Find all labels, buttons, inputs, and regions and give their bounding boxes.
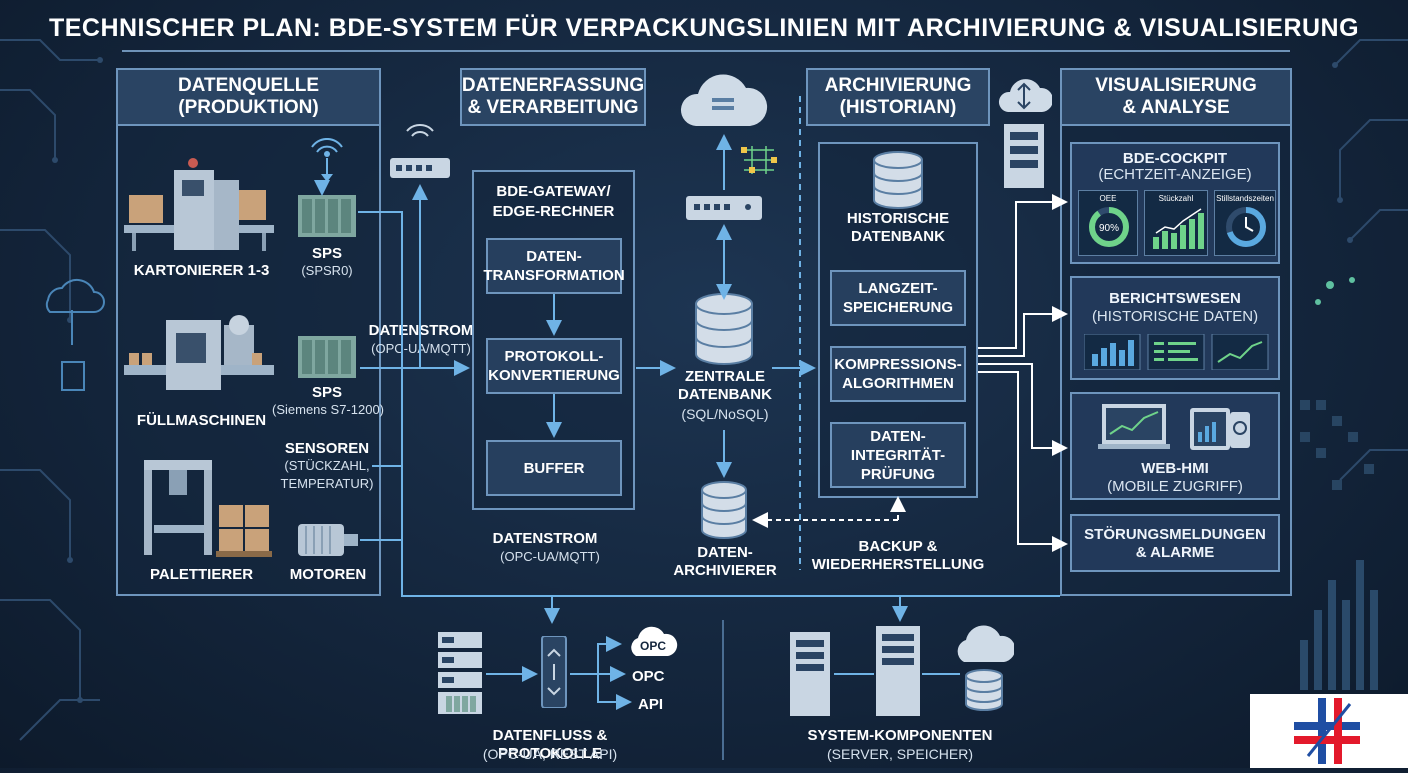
reports-sub: (HISTORISCHE DATEN) [1091,308,1259,325]
dataflow-label: DATENFLUSS & PROTOKOLLE [492,727,608,762]
machine-label-filling: FÜLLMASCHINEN [136,412,267,429]
kpi-count: Stückzahl [1144,190,1208,256]
archive-panel-header: ARCHIVIERUNG (HISTORIAN) [806,68,990,126]
report-charts-icon [1084,334,1269,370]
step-buffer: BUFFER [486,440,622,496]
clock-icon [1245,217,1254,232]
protocol-converter-icon [541,636,567,708]
kpi-count-bar [1189,219,1195,249]
cloud-sync-icon [999,79,1052,112]
plc-2-model: (Siemens S7-1200) [272,402,384,417]
kpi-downtime-title: Stillstandszeiten [1216,194,1274,203]
source-stream-protocol: (OPC-UA/MQTT) [371,341,471,356]
server-tower-icon [790,632,830,716]
mkl-logo-icon [1294,698,1360,764]
components-label: SYSTEM-KOMPONENTEN [807,727,993,744]
cloud-icon [957,625,1014,662]
sensors-label: SENSOREN [284,440,370,457]
protocol-api: API [638,696,664,713]
kpi-count-bar [1162,231,1168,249]
dataflow-sub: (OPC-UA, REST API) [482,746,618,762]
plc-1-model: (SPSR0) [301,263,353,278]
cockpit-title: BDE-COCKPIT [1122,150,1228,167]
alarms-box: STÖRUNGSMELDUNGEN & ALARME [1070,514,1280,572]
cockpit-sub: (ECHTZEIT-ANZEIGE) [1098,166,1252,183]
archiver-label: DATEN- ARCHIVIERER [673,544,777,579]
machine-label-cartoner: KARTONIERER 1-3 [133,262,270,279]
filling-machine-icon [124,315,274,390]
machine-label-palletizer: PALETTIERER [149,566,254,583]
kpi-downtime: Stillstandszeiten [1214,190,1276,256]
cartoner-machine-icon [124,158,274,251]
step-protocol-conversion: PROTOKOLL- KONVERTIERUNG [486,338,622,394]
kpi-oee: OEE 90% [1078,190,1138,256]
processing-stream-protocol: (OPC-UA/MQTT) [500,549,600,564]
bottom-divider [722,620,724,760]
cloud-icon [680,74,768,126]
processing-panel-header: DATENERFASSUNG & VERARBEITUNG [460,68,646,126]
cockpit-box: BDE-COCKPIT (ECHTZEIT-ANZEIGE) OEE 90% S… [1070,142,1280,264]
motor-icon [298,524,358,556]
kpi-count-title: Stückzahl [1158,194,1194,203]
step-data-transformation: DATEN- TRANSFORMATION [483,238,625,294]
visual-panel-header: VISUALISIERUNG & ANALYSE [1060,68,1292,126]
webhmi-box: WEB-HMI (MOBILE ZUGRIFF) [1070,392,1280,500]
kpi-count-bar [1171,233,1177,249]
network-switch-icon [686,196,762,220]
company-logo [1250,694,1408,768]
network-nodes-icon [741,146,777,174]
protocol-opc: OPC [632,668,665,685]
source-panel-header: DATENQUELLE (PRODUKTION) [116,68,381,126]
archiver-database-icon [701,481,747,539]
router-icon [390,124,450,178]
alarms-title: STÖRUNGSMELDUNGEN & ALARME [1084,526,1266,561]
kpi-oee-title: OEE [1099,194,1117,203]
gateway-title: BDE-GATEWAY/ EDGE-RECHNER [492,183,615,220]
opc-cloud-text: OPC [640,639,666,653]
central-db-sub: (SQL/NoSQL) [681,406,769,422]
plc-icon [298,336,356,378]
reports-title: BERICHTSWESEN [1109,290,1241,307]
webhmi-title: WEB-HMI [1141,460,1209,477]
source-stream-label: DATENSTROM [368,322,474,339]
webhmi-sub: (MOBILE ZUGRIFF) [1107,478,1243,495]
wireless-signal-icon [311,138,343,182]
downtime-gauge-arc [1226,207,1266,247]
laptop-tablet-phone-icon [1098,404,1250,450]
components-sub: (SERVER, SPEICHER) [827,746,973,762]
reports-box: BERICHTSWESEN (HISTORISCHE DATEN) [1070,276,1280,380]
server-rack-icon [438,632,482,714]
plc-2-label: SPS [311,384,342,401]
archive-longterm-storage: LANGZEIT- SPEICHERUNG [830,270,966,326]
title-underline [122,50,1290,52]
plc-1-label: SPS [311,245,342,262]
central-database-icon [695,293,753,365]
server-tower-icon [1004,124,1044,188]
storage-database-icon [965,669,1003,711]
page-title: TECHNISCHER PLAN: BDE-SYSTEM FÜR VERPACK… [48,14,1360,42]
kpi-count-bar [1153,237,1159,249]
backup-label: BACKUP & WIEDERHERSTELLUNG [811,538,985,573]
kpi-oee-value: 90% [1099,223,1119,234]
kpi-count-bar [1180,225,1186,249]
palletizer-icon [144,460,272,557]
historic-database-icon [873,151,923,209]
motor-label: MOTOREN [289,566,367,583]
processing-stream-label: DATENSTROM [492,530,598,547]
plc-icon [298,195,356,237]
archive-compression: KOMPRESSIONS- ALGORITHMEN [830,346,966,402]
central-db-label: ZENTRALE DATENBANK [678,368,772,403]
kpi-count-trend-line [1155,208,1202,234]
server-tower-icon [876,626,920,716]
kpi-count-bar [1198,213,1204,249]
archive-integrity-check: DATEN- INTEGRITÄT- PRÜFUNG [830,422,966,488]
sensors-sub: (STÜCKZAHL, TEMPERATUR) [280,458,374,491]
opc-cloud-icon: OPC [631,626,678,656]
historic-db-label: HISTORISCHE DATENBANK [846,210,950,245]
oee-gauge-arc [1089,207,1129,247]
